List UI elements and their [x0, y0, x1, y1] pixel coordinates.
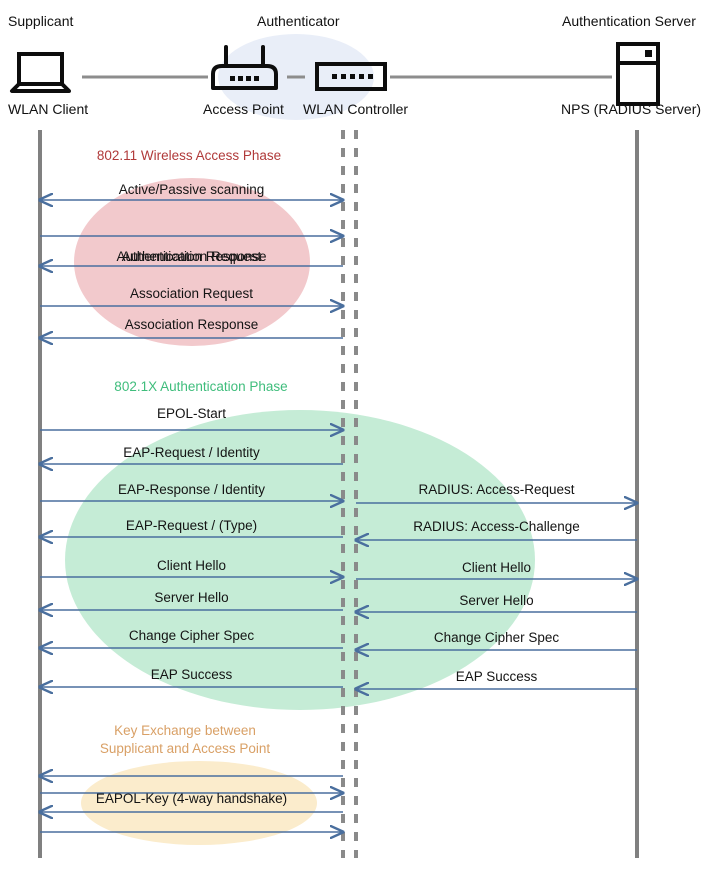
- phase-label-key-exchange-line2: Supplicant and Access Point: [99, 741, 271, 757]
- phase-label-80211: 802.11 Wireless Access Phase: [96, 148, 282, 163]
- message-left-label: EAP Success: [150, 667, 233, 682]
- message-right-label: Change Cipher Spec: [433, 630, 560, 645]
- phase-label-8021x: 802.1X Authentication Phase: [114, 379, 288, 394]
- message-left-label: Association Response: [124, 317, 259, 332]
- message-right-label: Server Hello: [459, 593, 534, 608]
- message-left-label: Authentication Request: [121, 249, 262, 264]
- wlan-controller-icon: [315, 62, 387, 91]
- phase-ellipse-8021x: [65, 410, 535, 710]
- message-left-label: Change Cipher Spec: [128, 628, 255, 643]
- message-left-label: EAPOL-Key (4-way handshake): [95, 791, 288, 806]
- device-label-nps-radius-server: NPS (RADIUS Server): [561, 101, 702, 117]
- access-point-icon: [211, 45, 278, 90]
- phase-ellipse-80211: [74, 178, 310, 346]
- message-left-label: Association Request: [129, 286, 254, 301]
- phase-label-key-exchange-line1: Key Exchange between: [114, 723, 256, 738]
- phase-label-key-exchange: Key Exchange between Supplicant and Acce…: [100, 722, 270, 758]
- message-right-label: RADIUS: Access-Request: [418, 482, 575, 497]
- message-left-label: Active/Passive scanning: [118, 182, 265, 197]
- message-left-label: Authentication Response: [116, 249, 267, 264]
- message-left-label: EAP-Response / Identity: [117, 482, 266, 497]
- laptop-icon: [10, 52, 71, 93]
- server-icon: [616, 42, 660, 106]
- message-right-label: Client Hello: [461, 560, 532, 575]
- message-right-label: EAP Success: [455, 669, 538, 684]
- message-left-label: Server Hello: [154, 590, 229, 605]
- device-label-access-point: Access Point: [203, 101, 284, 117]
- device-label-wlan-client: WLAN Client: [8, 101, 89, 117]
- message-arrows-right: [356, 503, 637, 689]
- phase-ellipse-keyexchange: [81, 761, 317, 845]
- message-left-label: EPOL-Start: [156, 406, 227, 421]
- device-label-wlan-controller: WLAN Controller: [303, 101, 409, 117]
- message-left-label: EAP-Request / Identity: [123, 445, 260, 460]
- message-left-label: EAP-Request / (Type): [125, 518, 258, 533]
- message-left-label: Client Hello: [156, 558, 227, 573]
- role-label-authenticator: Authenticator: [257, 13, 340, 29]
- message-arrows-left: [40, 200, 343, 832]
- role-label-supplicant: Supplicant: [8, 13, 74, 29]
- role-label-authentication-server: Authentication Server: [562, 13, 696, 29]
- message-right-label: RADIUS: Access-Challenge: [413, 519, 580, 534]
